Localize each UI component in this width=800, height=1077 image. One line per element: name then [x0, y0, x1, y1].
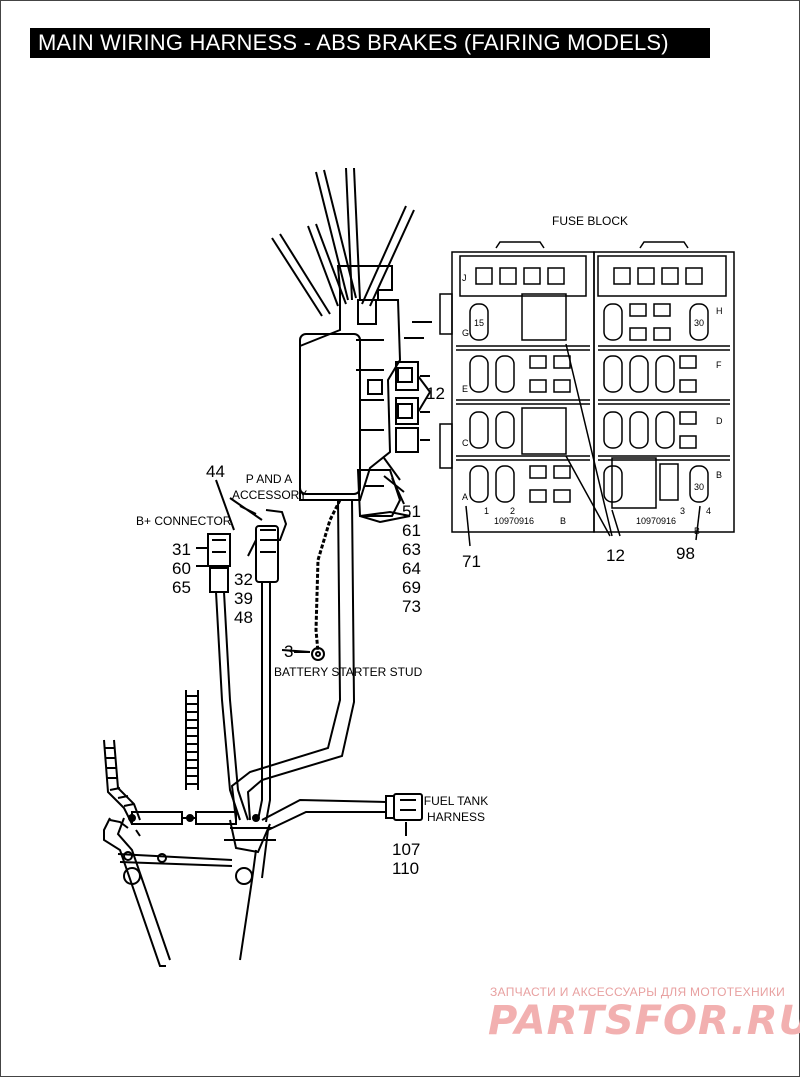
callout-32: 32 — [234, 570, 253, 589]
callout-12-bottom: 12 — [606, 546, 625, 565]
fuse-block-part-number-right: 10970916 — [636, 516, 676, 526]
row-letter-f: F — [716, 360, 722, 370]
fuse-block-part-number-left: 10970916 — [494, 516, 534, 526]
watermark-logo: PARTSFOR.RU — [488, 998, 800, 1044]
harness-label: HARNESS — [426, 810, 485, 824]
b-plus-connector-label: B+ CONNECTOR — [136, 514, 232, 528]
terminal-b-left: B — [560, 516, 566, 526]
callout-12-top: 12 — [426, 384, 445, 403]
battery-starter-stud-label: BATTERY STARTER STUD — [274, 665, 423, 679]
row-letter-c: C — [462, 438, 469, 448]
fuse-30-label-top: 30 — [694, 318, 704, 328]
accessory-label: ACCESSORY — [232, 488, 308, 502]
terminal-b-right: B — [694, 526, 700, 536]
callout-39: 39 — [234, 589, 253, 608]
terminal-1: 1 — [484, 506, 489, 516]
callout-3: 3 — [284, 642, 294, 661]
callout-48: 48 — [234, 608, 253, 627]
page-title: MAIN WIRING HARNESS - ABS BRAKES (FAIRIN… — [30, 28, 710, 58]
row-letter-j: J — [462, 273, 467, 283]
fuse-30-label-bottom: 30 — [694, 482, 704, 492]
callout-64: 64 — [402, 559, 421, 578]
row-letter-b: B — [716, 470, 722, 480]
callout-71: 71 — [462, 552, 481, 571]
callout-107: 107 — [392, 840, 421, 859]
callout-69: 69 — [402, 578, 421, 597]
callout-98: 98 — [676, 544, 695, 563]
row-letter-h: H — [716, 306, 723, 316]
fuse-block-text: J G E C A H F D B 10970916 10970916 1 2 … — [462, 273, 723, 536]
fuel-tank-label: FUEL TANK — [423, 794, 489, 808]
callout-60: 60 — [172, 559, 191, 578]
watermark-tagline: ЗАПЧАСТИ И АКСЕССУАРЫ ДЛЯ МОТОТЕХНИКИ — [490, 985, 786, 999]
terminal-4: 4 — [706, 506, 711, 516]
callout-51: 51 — [402, 502, 421, 521]
callout-31: 31 — [172, 540, 191, 559]
callout-65: 65 — [172, 578, 191, 597]
p-and-a-label: P AND A — [245, 472, 293, 486]
callout-44: 44 — [206, 462, 225, 481]
fuse-15-label: 15 — [474, 318, 484, 328]
callout-73: 73 — [402, 597, 421, 616]
row-letter-g: G — [462, 328, 469, 338]
callout-63: 63 — [402, 540, 421, 559]
fuse-block-drawing — [439, 241, 735, 547]
callout-61: 61 — [402, 521, 421, 540]
terminal-2: 2 — [510, 506, 515, 516]
callout-110: 110 — [392, 859, 420, 878]
row-letter-e: E — [462, 384, 468, 394]
terminal-3: 3 — [680, 506, 685, 516]
row-letter-a: A — [462, 492, 468, 502]
fuse-block-label: FUSE BLOCK — [552, 214, 629, 228]
row-letter-d: D — [716, 416, 723, 426]
